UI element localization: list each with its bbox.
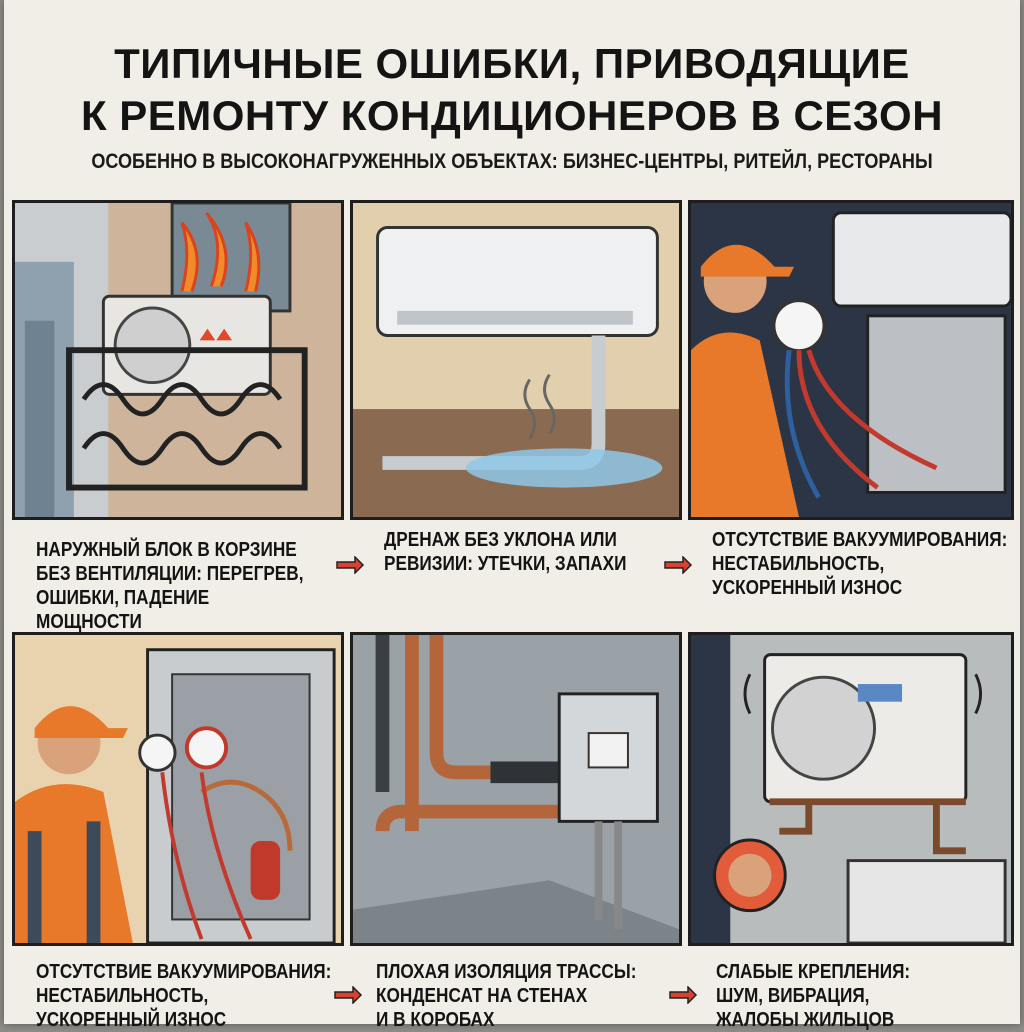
- caption-mounting: СЛАБЫЕ КРЕПЛЕНИЯ: ШУМ, ВИБРАЦИЯ, ЖАЛОБЫ …: [716, 960, 910, 1032]
- caption-vacuuming-2: ОТСУТСТВИЕ ВАКУУМИРОВАНИЯ: НЕСТАБИЛЬНОСТ…: [36, 960, 331, 1032]
- caption-line: ОТСУТСТВИЕ ВАКУУМИРОВАНИЯ:: [712, 529, 1008, 551]
- caption-line: МОЩНОСТИ: [36, 611, 142, 633]
- page-subtitle: ОСОБЕННО В ВЫСОКОНАГРУЖЕННЫХ ОБЪЕКТАХ: Б…: [91, 150, 933, 173]
- caption-line: ДРЕНАЖ БЕЗ УКЛОНА ИЛИ: [384, 529, 617, 551]
- arrow-right-icon: [336, 556, 365, 574]
- arrow-right-icon: [334, 986, 363, 1004]
- panel-drainage-leak: [350, 200, 682, 520]
- caption-line: ОТСУТСТВИЕ ВАКУУМИРОВАНИЯ:: [36, 961, 332, 983]
- page-title-line-2: К РЕМОНТУ КОНДИЦИОНЕРОВ В СЕЗОН: [80, 92, 944, 139]
- panel-outdoor-unit-overheating: [12, 200, 344, 520]
- caption-line: ПЛОХАЯ ИЗОЛЯЦИЯ ТРАССЫ:: [376, 961, 637, 983]
- caption-insulation: ПЛОХАЯ ИЗОЛЯЦИЯ ТРАССЫ: КОНДЕНСАТ НА СТЕ…: [376, 960, 636, 1032]
- caption-line: НЕСТАБИЛЬНОСТЬ,: [712, 553, 885, 575]
- arrow-right-icon: [669, 986, 698, 1004]
- caption-line: КОНДЕНСАТ НА СТЕНАХ: [376, 985, 588, 1007]
- caption-line: УСКОРЕННЫЙ ИЗНОС: [36, 1009, 227, 1031]
- panel-no-vacuuming-technician: [688, 200, 1014, 520]
- caption-line: РЕВИЗИИ: УТЕЧКИ, ЗАПАХИ: [384, 553, 627, 575]
- caption-line: ШУМ, ВИБРАЦИЯ,: [716, 985, 870, 1007]
- caption-line: И В КОРОБАХ: [376, 1009, 495, 1031]
- caption-outdoor-unit: НАРУЖНЫЙ БЛОК В КОРЗИНЕ БЕЗ ВЕНТИЛЯЦИИ: …: [36, 538, 303, 634]
- caption-line: УСКОРЕННЫЙ ИЗНОС: [712, 577, 903, 599]
- caption-line: ОШИБКИ, ПАДЕНИЕ: [36, 587, 210, 609]
- panel-pipe-insulation: [350, 632, 682, 946]
- caption-line: БЕЗ ВЕНТИЛЯЦИИ: ПЕРЕГРЕВ,: [36, 563, 304, 585]
- panel-technician-cabinet: [12, 632, 344, 946]
- caption-line: СЛАБЫЕ КРЕПЛЕНИЯ:: [716, 961, 911, 983]
- caption-line: НАРУЖНЫЙ БЛОК В КОРЗИНЕ: [36, 539, 297, 561]
- caption-drainage: ДРЕНАЖ БЕЗ УКЛОНА ИЛИ РЕВИЗИИ: УТЕЧКИ, З…: [384, 528, 627, 576]
- caption-line: ЖАЛОБЫ ЖИЛЬЦОВ: [716, 1009, 895, 1031]
- caption-line: НЕСТАБИЛЬНОСТЬ,: [36, 985, 209, 1007]
- panel-weak-mounting: [688, 632, 1014, 946]
- arrow-right-icon: [664, 556, 693, 574]
- caption-vacuuming: ОТСУТСТВИЕ ВАКУУМИРОВАНИЯ: НЕСТАБИЛЬНОСТ…: [712, 528, 1007, 600]
- page-title-line-1: ТИПИЧНЫЕ ОШИБКИ, ПРИВОДЯЩИЕ: [114, 40, 910, 87]
